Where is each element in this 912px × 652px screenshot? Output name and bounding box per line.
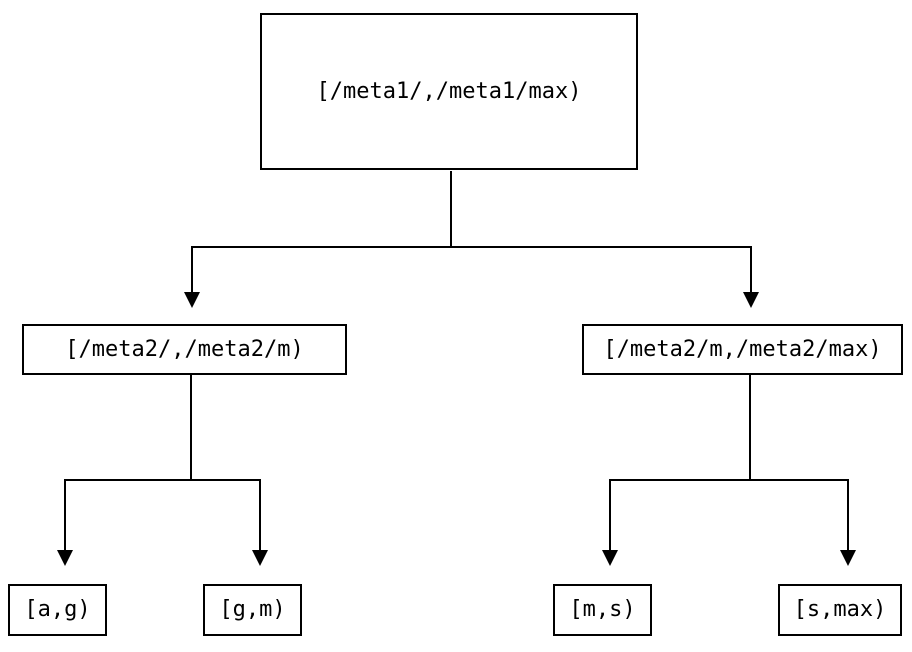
edge-left-stem [65, 375, 260, 481]
arrowhead-icon [184, 292, 200, 308]
edge-right-to-smax [840, 479, 856, 566]
arrowhead-icon [840, 550, 856, 566]
node-leaf-gm: [g,m) [203, 584, 302, 636]
node-leaf-smax: [s,max) [778, 584, 902, 636]
node-leaf-ms: [m,s) [553, 584, 652, 636]
edge-left-to-gm [252, 479, 268, 566]
node-leaf-smax-label: [s,max) [793, 597, 887, 622]
node-leaf-ms-label: [m,s) [569, 597, 636, 622]
edge-right-stem [610, 375, 848, 481]
edge-root-to-right [743, 246, 759, 308]
node-leaf-gm-label: [g,m) [219, 597, 286, 622]
node-meta2-right: [/meta2/m,/meta2/max) [582, 324, 903, 375]
arrowhead-icon [602, 550, 618, 566]
node-leaf-ag: [a,g) [8, 584, 107, 636]
arrowhead-icon [743, 292, 759, 308]
edge-root-to-left [184, 246, 200, 308]
arrowhead-icon [57, 550, 73, 566]
node-meta2-right-label: [/meta2/m,/meta2/max) [603, 336, 882, 362]
edge-right-to-ms [602, 479, 618, 566]
arrowhead-icon [252, 550, 268, 566]
node-leaf-ag-label: [a,g) [24, 597, 91, 622]
node-root: [/meta1/,/meta1/max) [260, 13, 638, 170]
node-meta2-left: [/meta2/,/meta2/m) [22, 324, 347, 375]
edge-root-stem [192, 171, 751, 248]
node-root-label: [/meta1/,/meta1/max) [316, 78, 582, 104]
edge-left-to-ag [57, 479, 73, 566]
node-meta2-left-label: [/meta2/,/meta2/m) [65, 336, 304, 362]
